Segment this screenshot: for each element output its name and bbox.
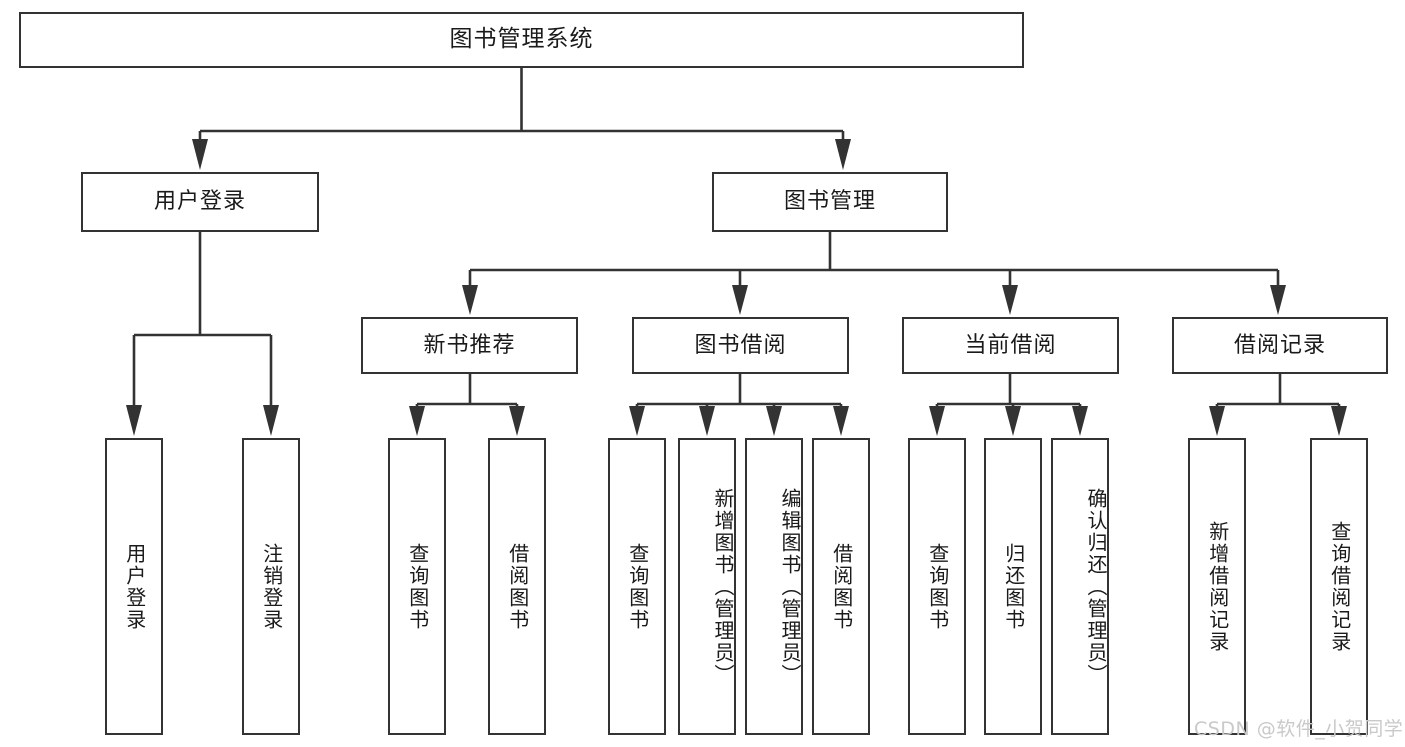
node-borrow-record-label: 借阅记录 xyxy=(1233,332,1326,358)
leaf-confirm-return-admin[interactable]: 确认归还（管理员） xyxy=(1051,438,1109,735)
node-new-book-recommend-label: 新书推荐 xyxy=(423,332,516,358)
leaf-add-book-admin-label: 新增图书（管理员） xyxy=(711,487,735,686)
leaf-logout-login[interactable]: 注销登录 xyxy=(242,438,300,735)
node-book-borrow[interactable]: 图书借阅 xyxy=(632,317,849,374)
leaf-query-borrow-record-label: 查询借阅记录 xyxy=(1327,520,1352,653)
leaf-add-borrow-record-label: 新增借阅记录 xyxy=(1205,520,1230,653)
node-user-login-label: 用户登录 xyxy=(153,189,246,215)
node-new-book-recommend[interactable]: 新书推荐 xyxy=(361,317,578,374)
leaf-query-book-current-label: 查询图书 xyxy=(925,542,950,631)
leaf-return-book[interactable]: 归还图书 xyxy=(984,438,1042,735)
leaf-query-borrow-record[interactable]: 查询借阅记录 xyxy=(1310,438,1368,735)
leaf-add-borrow-record[interactable]: 新增借阅记录 xyxy=(1188,438,1246,735)
leaf-edit-book-admin[interactable]: 编辑图书（管理员） xyxy=(745,438,803,735)
leaf-query-book-borrow-label: 查询图书 xyxy=(625,542,650,631)
leaf-borrow-book-borrow-label: 借阅图书 xyxy=(829,542,854,631)
leaf-return-book-label: 归还图书 xyxy=(1001,542,1026,631)
node-current-borrow-label: 当前借阅 xyxy=(964,332,1057,358)
leaf-user-login[interactable]: 用户登录 xyxy=(105,438,163,735)
leaf-query-book-rec-label: 查询图书 xyxy=(405,542,430,631)
leaf-logout-login-label: 注销登录 xyxy=(259,542,284,631)
leaf-borrow-book-rec[interactable]: 借阅图书 xyxy=(488,438,546,735)
leaf-user-login-label: 用户登录 xyxy=(122,542,147,631)
node-root-label: 图书管理系统 xyxy=(449,26,594,53)
leaf-edit-book-admin-label: 编辑图书（管理员） xyxy=(778,487,802,686)
node-user-login[interactable]: 用户登录 xyxy=(81,172,319,232)
node-book-borrow-label: 图书借阅 xyxy=(694,332,787,358)
node-root[interactable]: 图书管理系统 xyxy=(19,12,1024,68)
leaf-query-book-rec[interactable]: 查询图书 xyxy=(388,438,446,735)
node-book-management-label: 图书管理 xyxy=(783,189,876,215)
node-current-borrow[interactable]: 当前借阅 xyxy=(902,317,1119,374)
leaf-confirm-return-admin-label: 确认归还（管理员） xyxy=(1084,487,1108,686)
node-book-management[interactable]: 图书管理 xyxy=(712,172,948,232)
leaf-borrow-book-rec-label: 借阅图书 xyxy=(505,542,530,631)
leaf-query-book-current[interactable]: 查询图书 xyxy=(908,438,966,735)
leaf-borrow-book-borrow[interactable]: 借阅图书 xyxy=(812,438,870,735)
leaf-query-book-borrow[interactable]: 查询图书 xyxy=(608,438,666,735)
csdn-watermark: CSDN @软件_小贺同学 xyxy=(1194,718,1404,740)
leaf-add-book-admin[interactable]: 新增图书（管理员） xyxy=(678,438,736,735)
node-borrow-record[interactable]: 借阅记录 xyxy=(1172,317,1388,374)
